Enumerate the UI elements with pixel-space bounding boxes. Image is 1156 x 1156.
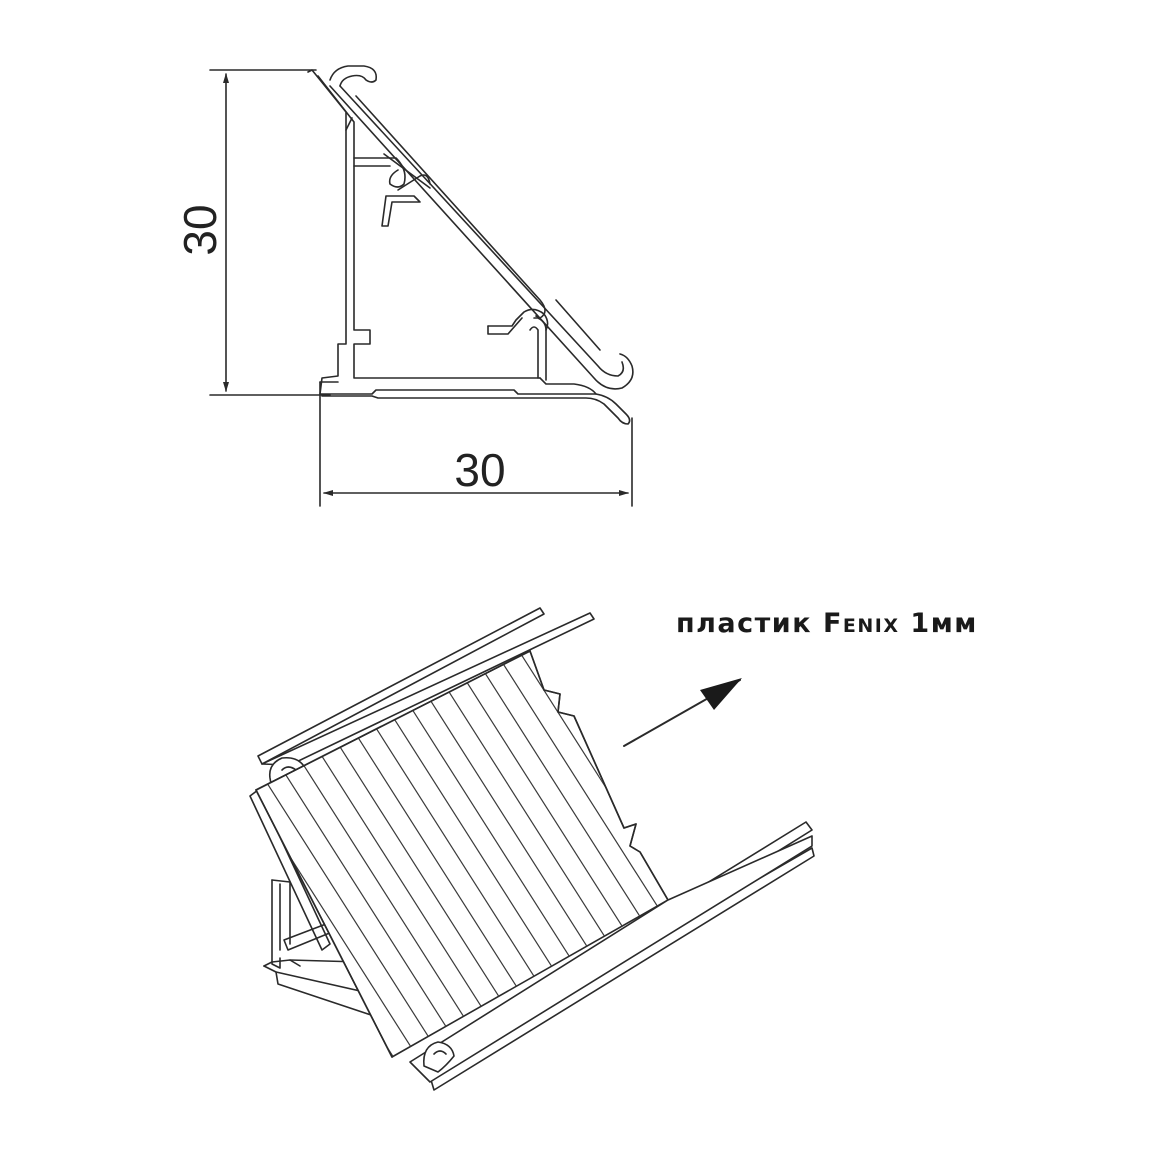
hatch-line: [872, 640, 1152, 1080]
hatch-line: [1016, 640, 1156, 1080]
hatch-line: [256, 651, 313, 1057]
hatch-line: [0, 640, 192, 1080]
profile-outline: [307, 69, 631, 425]
hatch-line: [0, 640, 24, 1080]
hatch-line: [800, 640, 1080, 1080]
hatch-line: [256, 651, 457, 1057]
hatch-line: [0, 640, 240, 1080]
hatch-line: [0, 640, 120, 1080]
hatch-line: [680, 640, 960, 1080]
hatch-line: [439, 651, 668, 1057]
hatch-line: [256, 651, 481, 1057]
hatch-line: [824, 640, 1104, 1080]
hatch-line: [0, 640, 216, 1080]
brand-label: Fenix: [822, 608, 900, 639]
width-dimension-label: 30: [454, 444, 505, 496]
material-label: пластик: [676, 608, 813, 639]
hatch-line: [944, 640, 1156, 1080]
hatch-line: [896, 640, 1156, 1080]
hatch-line: [256, 651, 289, 1057]
hatch-line: [1064, 640, 1156, 1080]
hatch-line: [0, 640, 96, 1080]
hatch-line: [0, 640, 72, 1080]
hatch-line: [1040, 640, 1156, 1080]
hatch-line: [1088, 640, 1156, 1080]
hatch-line: [0, 640, 144, 1080]
hatch-line: [848, 640, 1128, 1080]
hatch-line: [992, 640, 1156, 1080]
thickness-label: 1мм: [910, 608, 978, 639]
hatch-line: [463, 651, 668, 1057]
profile-side-wall: [249, 789, 331, 951]
arrow-head-icon: [700, 678, 742, 710]
hatch-line: [920, 640, 1156, 1080]
profile-3d-view: [0, 607, 1156, 1091]
hatch-line: [0, 640, 48, 1080]
height-dimension-label: 30: [174, 204, 226, 255]
hatch-line: [0, 640, 168, 1080]
hatch-line: [776, 640, 1056, 1080]
hatch-line: [968, 640, 1156, 1080]
material-caption: пластик Fenix 1мм: [676, 608, 978, 639]
hatch-line: [487, 651, 668, 1057]
hatch-line: [1136, 640, 1156, 1080]
hatch-line: [256, 651, 265, 1057]
upper-rail: [257, 607, 545, 765]
profile-cross-section: 30 30: [174, 65, 634, 507]
hatch-line: [1112, 640, 1156, 1080]
